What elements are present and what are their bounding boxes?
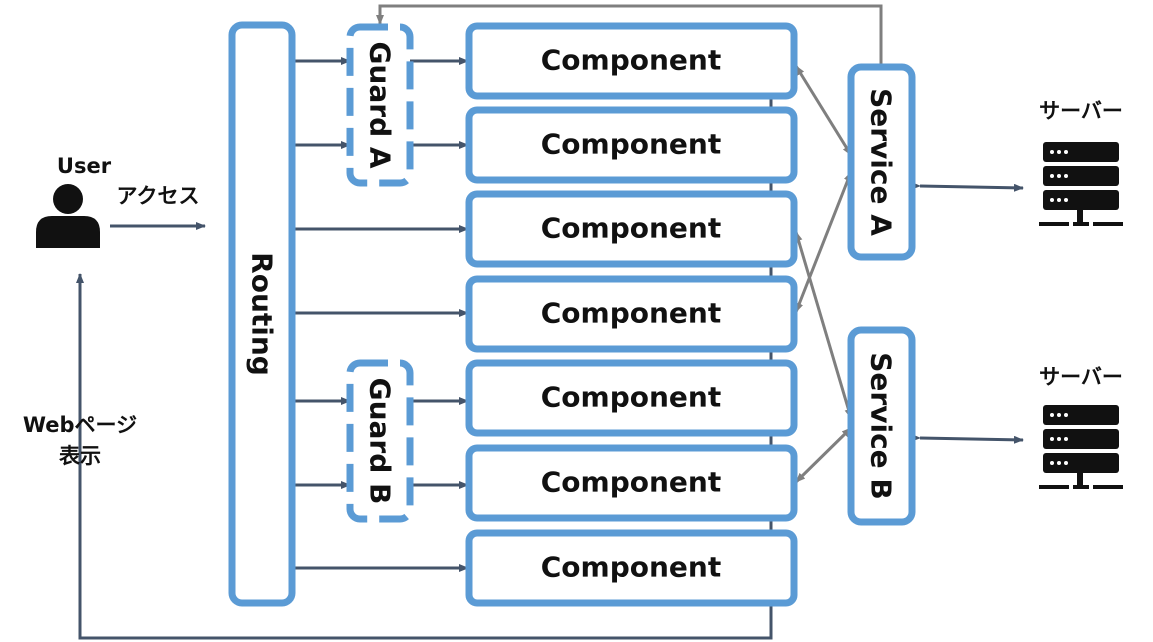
user-node: User xyxy=(36,154,112,248)
service-b-label: Service B xyxy=(865,352,898,500)
component-label: Component xyxy=(541,297,721,330)
routing-label: Routing xyxy=(246,252,279,376)
server-icon xyxy=(1039,142,1123,226)
guard-a-box: Guard A xyxy=(346,23,414,187)
server-icon xyxy=(1039,405,1123,489)
component-box-7: Component xyxy=(465,529,798,607)
component-label: Component xyxy=(541,466,721,499)
service-a-box: Service A xyxy=(847,63,916,261)
component-box-1: Component xyxy=(465,22,798,100)
server-label: サーバー xyxy=(1039,99,1123,123)
guard-b-box: Guard B xyxy=(346,359,414,523)
guard-b-label: Guard B xyxy=(364,378,397,505)
person-icon xyxy=(36,184,100,248)
service-a-label: Service A xyxy=(865,88,898,236)
service-to-guard-arrow xyxy=(376,4,883,66)
guard-arrows xyxy=(410,57,469,489)
routing-arrows xyxy=(292,57,469,572)
service-b-box: Service B xyxy=(847,326,916,526)
component-box-4: Component xyxy=(465,275,798,353)
server-label: サーバー xyxy=(1039,365,1123,389)
server-node-2: サーバー xyxy=(1039,365,1123,489)
component-box-6: Component xyxy=(465,444,798,522)
access-label: アクセス xyxy=(117,184,200,208)
component-service-arrows xyxy=(794,65,853,484)
guard-a-label: Guard A xyxy=(364,41,397,168)
component-label: Component xyxy=(541,212,721,245)
routing-box: Routing xyxy=(228,21,296,607)
web-display-label-line2: 表示 xyxy=(59,444,101,468)
user-label: User xyxy=(57,154,112,178)
component-box-3: Component xyxy=(465,190,798,268)
web-display-label-line1: Webページ xyxy=(23,413,137,437)
component-label: Component xyxy=(541,551,721,584)
service-server-arrows xyxy=(910,181,1024,444)
component-label: Component xyxy=(541,128,721,161)
component-box-5: Component xyxy=(465,359,798,437)
server-node-1: サーバー xyxy=(1039,99,1123,226)
component-label: Component xyxy=(541,381,721,414)
component-label: Component xyxy=(541,44,721,77)
component-box-2: Component xyxy=(465,106,798,184)
